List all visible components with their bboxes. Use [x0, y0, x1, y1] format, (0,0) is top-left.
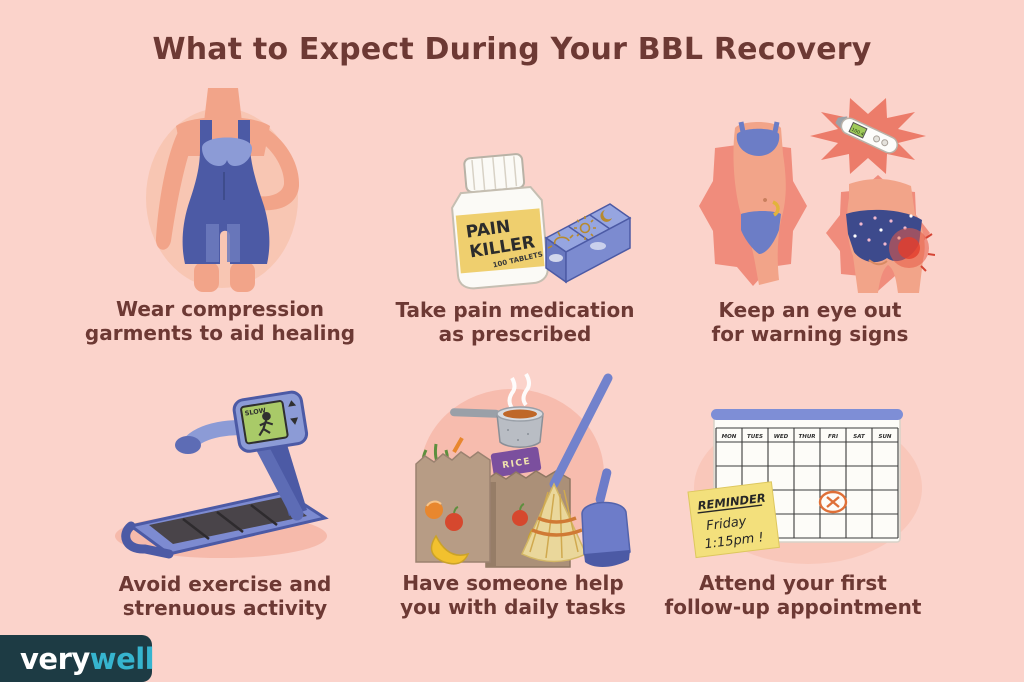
- logo-text-very: very: [20, 641, 90, 676]
- dustpan: [581, 468, 631, 567]
- console: SLOW: [232, 390, 309, 453]
- warning-signs-illustration: 100.4: [683, 88, 935, 293]
- warning-signs-svg: 100.4: [699, 98, 935, 293]
- pain-medication-svg: PAIN KILLER 100 TABLETS: [451, 153, 632, 290]
- dustpan-lip: [584, 550, 630, 567]
- sticky-note: REMINDER Friday 1:15pm !: [687, 481, 780, 559]
- broom-handle: [549, 373, 613, 489]
- sticky-note-paper: [687, 481, 780, 559]
- pot-contents: [503, 409, 537, 419]
- runner-icon: [258, 411, 274, 437]
- arrow-down-icon: [290, 417, 299, 425]
- compression-garment-illustration: [118, 86, 328, 292]
- treadmill-illustration: SLOW: [103, 376, 345, 562]
- rice-pack: RICE: [490, 446, 542, 478]
- bra: [736, 128, 780, 156]
- caption-warning: Keep an eye out for warning signs: [711, 298, 909, 346]
- compression-garment-svg: [146, 88, 300, 292]
- sticky-note-line2: Friday: [705, 514, 747, 534]
- daily-tasks-illustration: RICE: [396, 372, 632, 572]
- orange-icon: [425, 501, 443, 519]
- treadmill-svg: SLOW: [115, 390, 329, 559]
- calendar-day-headers: MON TUES WED THUR FRI SAT SUN: [722, 434, 892, 440]
- pill-bottle: PAIN KILLER 100 TABLETS: [451, 153, 549, 290]
- moon-icon: [600, 210, 612, 222]
- torso-front: [733, 121, 786, 285]
- svg-text:SAT: SAT: [853, 434, 866, 440]
- svg-text:THUR: THUR: [798, 434, 815, 440]
- calendar-top-bar: [711, 409, 903, 420]
- steam: [507, 372, 531, 410]
- sunrise-icon: [547, 231, 574, 249]
- bra-top: [202, 137, 252, 166]
- front-roller: [121, 521, 174, 559]
- pot-body: [496, 413, 544, 448]
- apple-icon: [512, 510, 528, 526]
- pot-handle: [450, 408, 500, 418]
- svg-text:TUES: TUES: [747, 434, 763, 440]
- thermometer-icon: 100.4: [835, 116, 899, 154]
- pain-marks: [920, 233, 935, 272]
- panty-front: [741, 211, 781, 254]
- caption-exercise: Avoid exercise and strenuous activity: [118, 572, 332, 620]
- grocery-bag-left: [415, 451, 491, 565]
- bra-straps: [738, 121, 780, 133]
- arrow-up-icon: [288, 400, 297, 407]
- broom-bands: [531, 516, 583, 537]
- navel: [763, 198, 768, 202]
- svg-text:SUN: SUN: [878, 434, 891, 440]
- pain-medication-illustration: PAIN KILLER 100 TABLETS: [408, 138, 640, 290]
- apple-icon-2: [445, 513, 463, 531]
- handrail-end: [175, 436, 201, 454]
- marked-date-x: [818, 490, 848, 514]
- cooking-pot: [450, 406, 544, 448]
- logo-text-well: well: [89, 641, 155, 676]
- inflammation-inner: [898, 237, 920, 259]
- calendar-illustration: MON TUES WED THUR FRI SAT SUN REMINDER F…: [686, 396, 932, 570]
- panty-dots: [853, 214, 913, 246]
- sticky-note-line3: 1:15pm !: [704, 530, 765, 552]
- calendar-svg: MON TUES WED THUR FRI SAT SUN REMINDER F…: [687, 409, 922, 564]
- daily-tasks-svg: RICE: [415, 372, 631, 568]
- drain-mark: [772, 200, 780, 217]
- caption-compression: Wear compression garments to aid healing: [84, 297, 356, 345]
- broom: [521, 373, 613, 563]
- pill-organizer: [544, 203, 632, 284]
- screen-text: SLOW: [244, 406, 266, 417]
- mesh-panel-right: [227, 224, 240, 262]
- svg-text:WED: WED: [774, 434, 789, 440]
- caption-help: Have someone help you with daily tasks: [400, 571, 626, 619]
- mesh-panel-left: [206, 224, 219, 262]
- caption-appointment: Attend your first follow-up appointment: [664, 571, 922, 619]
- banana-icon-2: [430, 534, 470, 565]
- dustpan-handle: [595, 468, 612, 504]
- bottle-label: [455, 208, 545, 274]
- page-title: What to Expect During Your BBL Recovery: [152, 32, 872, 67]
- svg-text:FRI: FRI: [828, 434, 838, 440]
- torso-rear: [846, 178, 935, 293]
- rice-label: RICE: [502, 457, 532, 471]
- sun-icon: [574, 216, 596, 240]
- svg-text:MON: MON: [722, 434, 737, 440]
- caption-medication: Take pain medication as prescribed: [395, 298, 635, 346]
- thermometer-reading: 100.4: [850, 127, 864, 138]
- belt-stripes: [182, 504, 278, 540]
